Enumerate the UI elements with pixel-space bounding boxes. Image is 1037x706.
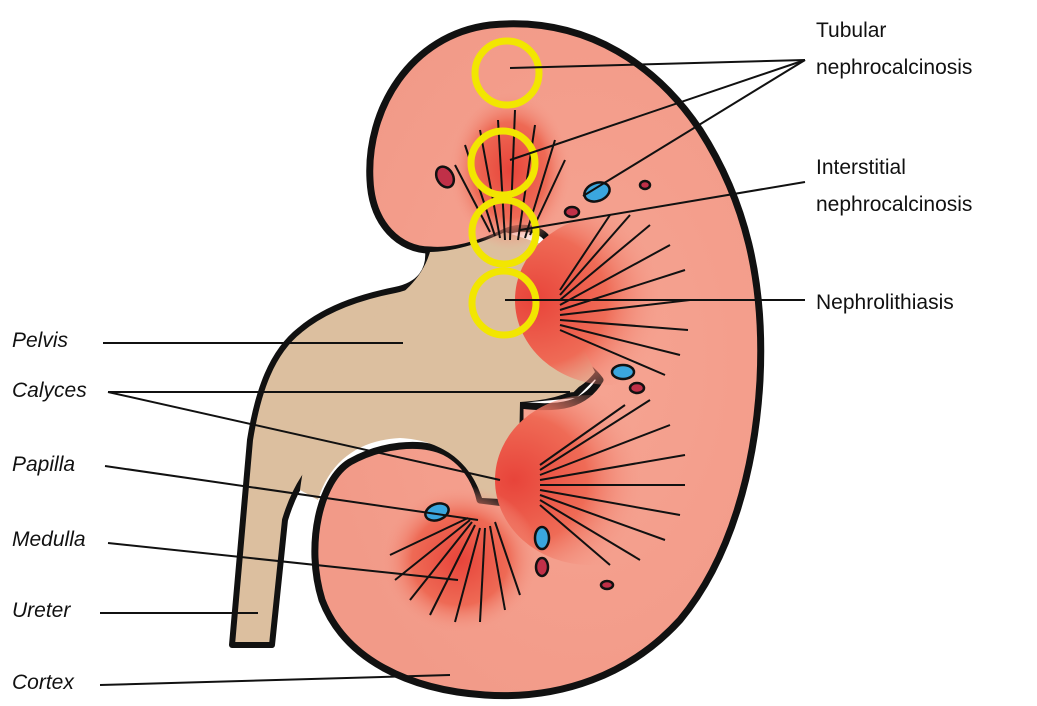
label-interstitial-line2: nephrocalcinosis: [816, 192, 972, 218]
label-tubular-line2: nephrocalcinosis: [816, 55, 972, 81]
medulla-bottom: [380, 485, 540, 635]
label-medulla: Medulla: [12, 527, 86, 553]
label-nephrolithiasis: Nephrolithiasis: [816, 290, 954, 316]
leader-cortex: [100, 675, 450, 685]
label-pelvis: Pelvis: [12, 328, 68, 354]
label-papilla: Papilla: [12, 452, 75, 478]
label-interstitial-line1: Interstitial: [816, 155, 906, 181]
label-cortex: Cortex: [12, 670, 74, 696]
label-calyces: Calyces: [12, 378, 87, 404]
label-tubular-line1: Tubular: [816, 18, 886, 44]
label-ureter: Ureter: [12, 598, 70, 624]
